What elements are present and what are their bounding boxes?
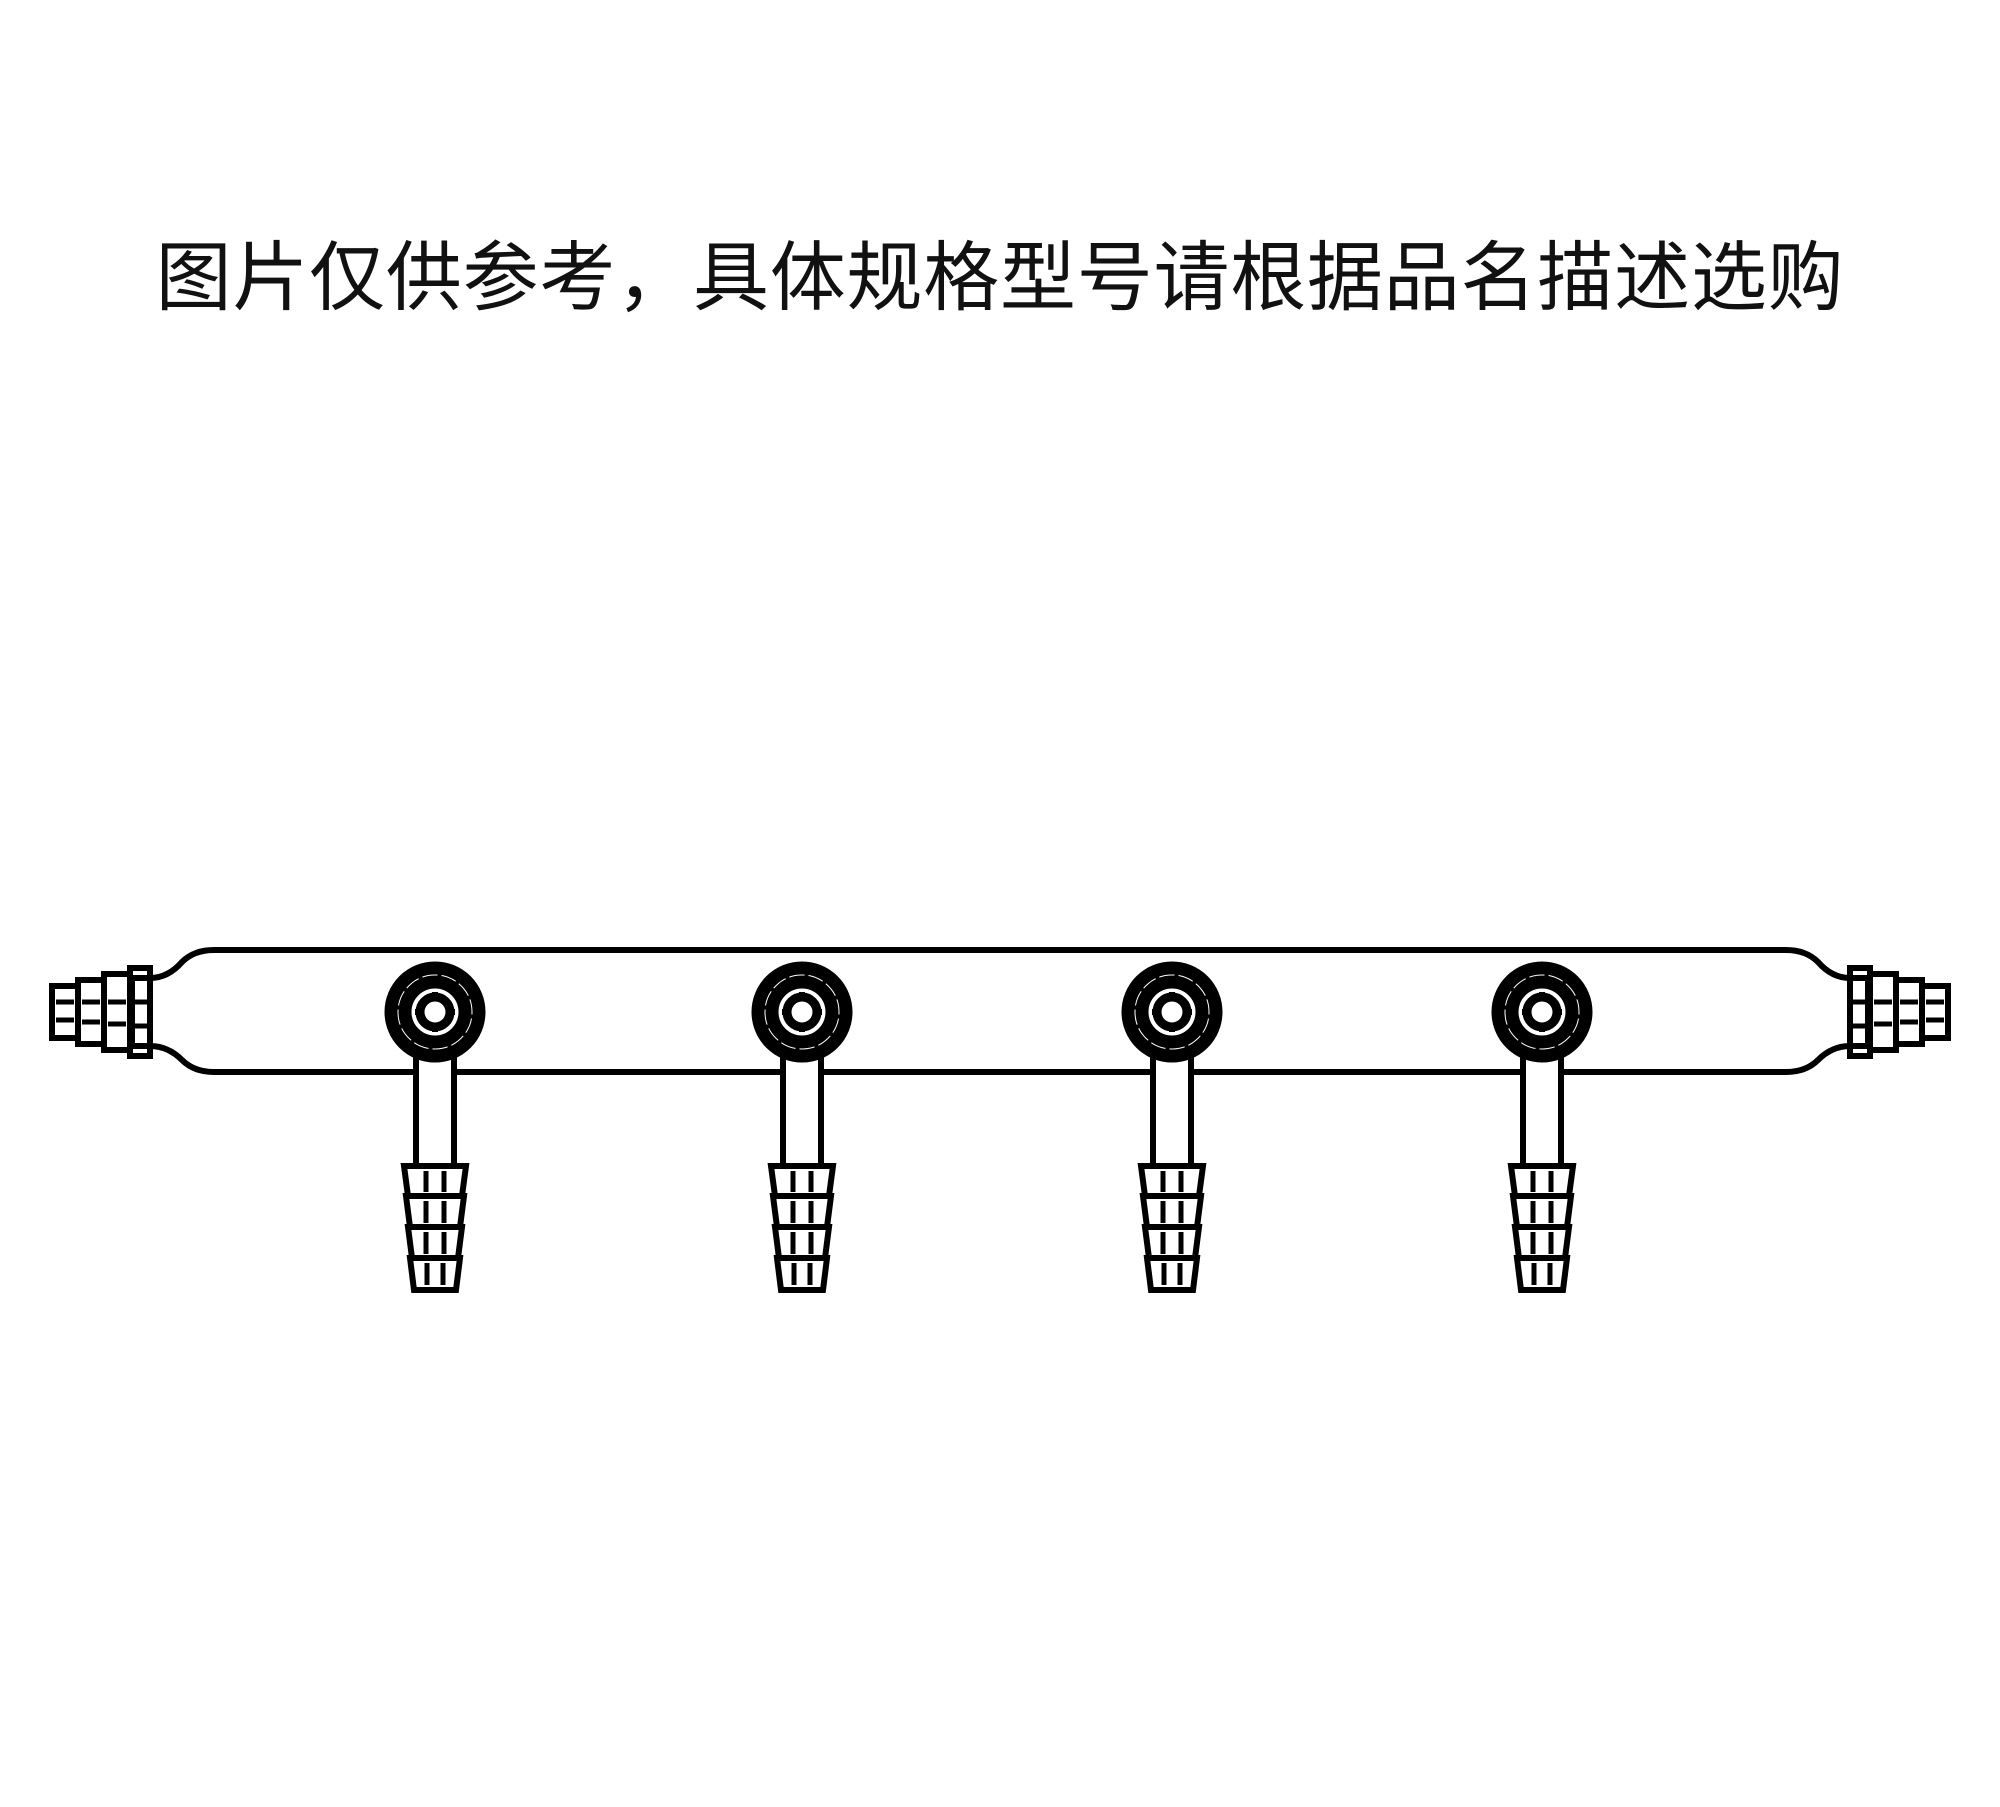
valve-knob-icon[interactable] [384,961,486,1063]
stopcock-valve-1[interactable] [384,961,486,1293]
valve-knob-icon[interactable] [1491,961,1593,1063]
valve-knob-icon[interactable] [751,961,853,1063]
stopcock-valve-3[interactable] [1121,961,1223,1293]
disclaimer-text: 图片仅供参考，具体规格型号请根据品名描述选购 [155,233,1845,322]
valve-knob-icon[interactable] [1121,961,1223,1063]
stopcock-valve-2[interactable] [751,961,853,1293]
left-inlet-hose-barb [49,965,153,1059]
right-outlet-hose-barb [1847,965,1951,1059]
stopcock-valve-4[interactable] [1491,961,1593,1293]
